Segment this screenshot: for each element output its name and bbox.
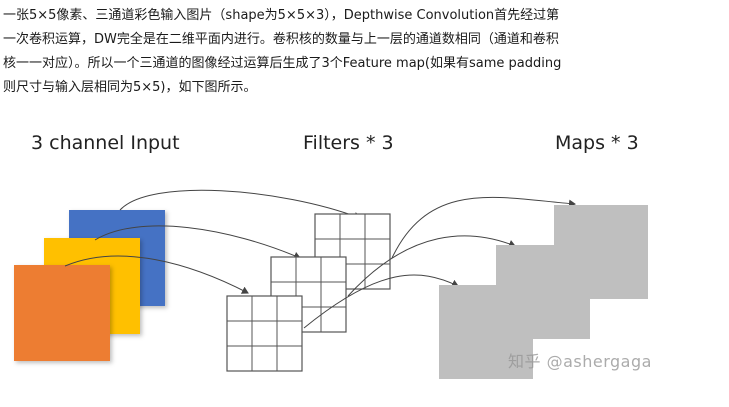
maps-heading: Maps * 3 xyxy=(555,132,639,154)
arrow-input-to-filter-1 xyxy=(64,255,249,294)
filter-1 xyxy=(226,295,303,372)
arrow-filter-to-map-2 xyxy=(347,235,516,297)
arrow-filter-to-map-1 xyxy=(303,274,459,329)
filter-background xyxy=(226,295,303,372)
feature-map-1 xyxy=(439,285,533,379)
paragraph-line-1: 一张5×5像素、三通道彩色输入图片（shape为5×5×3），Depthwise… xyxy=(3,8,560,23)
input-channel-1 xyxy=(14,265,110,361)
arrow-filter-to-map-3 xyxy=(391,196,576,259)
input-heading: 3 channel Input xyxy=(31,132,180,154)
arrow-input-to-filter-2 xyxy=(94,225,301,260)
depthwise-convolution-diagram: 3 channel Input Filters * 3 Maps * 3 xyxy=(0,118,729,407)
arrow-input-to-filter-3 xyxy=(119,189,361,220)
filters-heading: Filters * 3 xyxy=(303,132,394,154)
watermark: 知乎 @ashergaga xyxy=(508,352,652,371)
paragraph-line-2: 一次卷积运算，DW完全是在二维平面内进行。卷积核的数量与上一层的通道数相同（通道… xyxy=(3,32,559,47)
paragraph-line-3: 核一一对应）。所以一个三通道的图像经过运算后生成了3个Feature map(如… xyxy=(3,56,562,71)
description-paragraph: 一张5×5像素、三通道彩色输入图片（shape为5×5×3），Depthwise… xyxy=(0,0,729,100)
diagram-canvas xyxy=(14,189,648,379)
paragraph-line-4: 则尺寸与输入层相同为5×5)，如下图所示。 xyxy=(3,80,257,95)
